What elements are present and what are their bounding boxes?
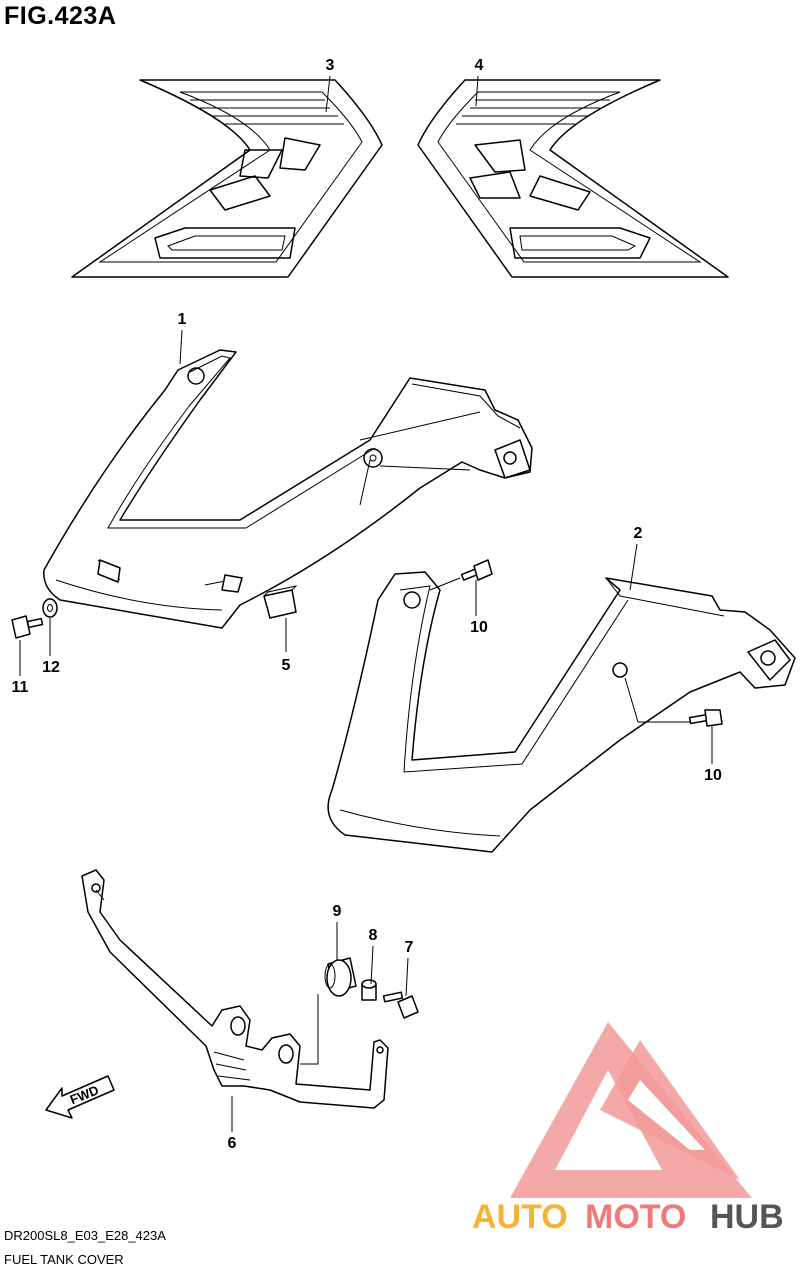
callout-6: 6 xyxy=(227,1135,237,1152)
diagram-description: FUEL TANK COVER xyxy=(4,1252,124,1267)
callout-10-upper: 10 xyxy=(470,619,488,636)
part-8-collar xyxy=(361,979,377,1001)
part-3-left-decal xyxy=(71,79,383,278)
leader-lines xyxy=(19,75,713,1132)
part-9-grommet xyxy=(324,957,357,997)
part-7-bolt xyxy=(382,991,419,1019)
part-10-bolt-lower xyxy=(688,709,723,727)
callout-8: 8 xyxy=(368,927,378,944)
forward-direction-arrow: FWD xyxy=(45,1075,115,1119)
callout-2: 2 xyxy=(633,525,643,542)
part-10-bolt-upper xyxy=(429,559,493,591)
watermark-logo xyxy=(510,1022,752,1198)
diagram-code: DR200SL8_E03_E28_423A xyxy=(4,1228,166,1243)
watermark-auto: AUTO xyxy=(472,1198,568,1236)
callout-12: 12 xyxy=(42,659,60,676)
part-11-bolt xyxy=(11,615,44,639)
part-4-right-decal xyxy=(417,79,729,278)
callout-11: 11 xyxy=(11,679,29,696)
callout-4: 4 xyxy=(474,57,484,74)
part-5-cushion xyxy=(263,585,298,619)
watermark-moto: MOTO xyxy=(585,1198,686,1236)
part-12-washer xyxy=(42,598,58,618)
watermark-hub: HUB xyxy=(710,1198,784,1236)
callout-3: 3 xyxy=(325,57,335,74)
callout-5: 5 xyxy=(281,657,291,674)
part-6-bracket xyxy=(81,869,389,1109)
watermark-text: AUTO MOTO HUB xyxy=(472,1198,784,1236)
callout-1: 1 xyxy=(177,311,187,328)
part-2-fuel-tank-cover-lower xyxy=(327,571,796,853)
callout-9: 9 xyxy=(332,903,342,920)
callout-7: 7 xyxy=(404,939,414,956)
callout-10-lower: 10 xyxy=(704,767,722,784)
part-1-fuel-tank-cover-upper xyxy=(43,349,533,629)
figure-title: FIG.423A xyxy=(4,2,117,30)
